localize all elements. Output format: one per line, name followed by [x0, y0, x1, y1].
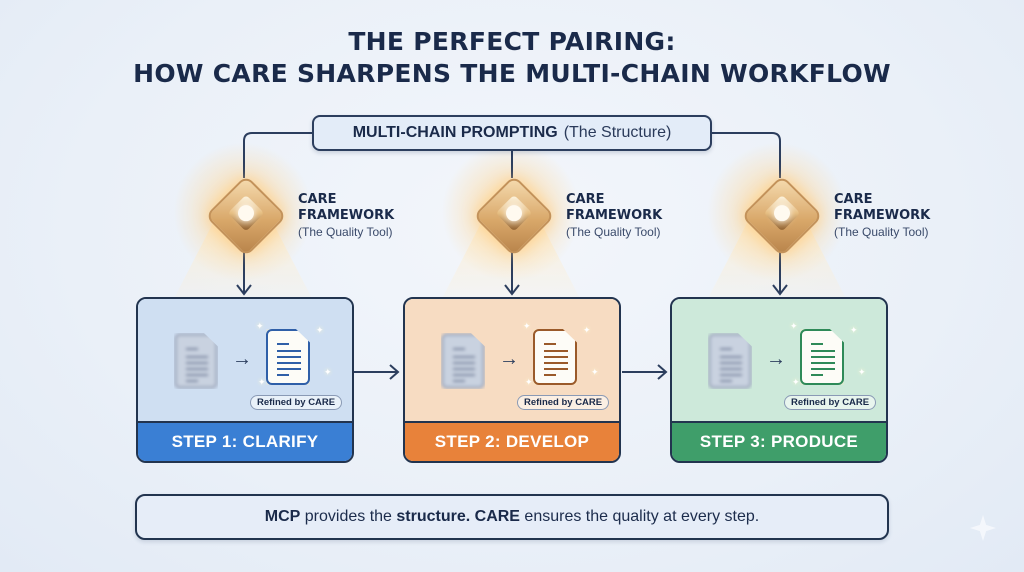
step-label: STEP 3: PRODUCE [672, 421, 886, 461]
step-label: STEP 1: CLARIFY [138, 421, 352, 461]
refined-document-icon [266, 329, 310, 385]
sparkle-icon: ✦ [258, 377, 266, 387]
draft-document-icon [174, 333, 218, 389]
summary-structure: structure. [396, 508, 471, 525]
step-card: → ✦ ✦ ✦ ✦ Refined by CARE STEP 3: PRODUCE [670, 297, 888, 463]
step-body: → ✦ ✦ ✦ ✦ Refined by CARE [672, 299, 886, 423]
care-framework-label-3: CARE FRAMEWORK (The Quality Tool) [834, 192, 931, 239]
arrow-down-3 [772, 250, 788, 296]
draft-document-icon [441, 333, 485, 389]
arrow-step-2-to-3 [622, 364, 668, 380]
sparkle-icon: ✦ [858, 367, 866, 377]
refined-by-care-badge: Refined by CARE [517, 395, 610, 410]
step-body: → ✦ ✦ ✦ ✦ Refined by CARE [138, 299, 352, 423]
step-label: STEP 2: DEVELOP [405, 421, 619, 461]
sparkle-icon: ✦ [583, 325, 591, 335]
sparkle-icon: ✦ [523, 321, 531, 331]
sparkle-icon: ✦ [792, 377, 800, 387]
sparkle-icon: ✦ [790, 321, 798, 331]
arrow-step-1-to-2 [354, 364, 400, 380]
connector-left [243, 132, 312, 178]
multi-chain-prompting-box: MULTI-CHAIN PROMPTING (The Structure) [312, 115, 712, 151]
step-body: → ✦ ✦ ✦ ✦ Refined by CARE [405, 299, 619, 423]
structure-title: MULTI-CHAIN PROMPTING [352, 124, 558, 141]
summary-box: MCP provides the structure. CARE ensures… [135, 494, 889, 540]
care-framework-label-1: CARE FRAMEWORK (The Quality Tool) [298, 192, 395, 239]
title-line-2: HOW CARE SHARPENS THE MULTI-CHAIN WORKFL… [133, 59, 891, 88]
care-framework-label-2: CARE FRAMEWORK (The Quality Tool) [566, 192, 663, 239]
summary-text: ensures the quality at every step. [519, 508, 760, 525]
refined-by-care-badge: Refined by CARE [250, 395, 343, 410]
arrow-right-icon: → [232, 348, 252, 370]
arrow-down-1 [236, 250, 252, 296]
step-card: → ✦ ✦ ✦ ✦ Refined by CARE STEP 2: DEVELOP [403, 297, 621, 463]
page-title: THE PERFECT PAIRING: HOW CARE SHARPENS T… [0, 26, 1024, 90]
summary-care: CARE [474, 508, 520, 525]
sparkle-icon: ✦ [525, 377, 533, 387]
refined-document-icon [533, 329, 577, 385]
arrow-right-icon: → [499, 348, 519, 370]
sparkle-icon: ✦ [324, 367, 332, 377]
refined-document-icon [800, 329, 844, 385]
summary-text: provides the [300, 508, 397, 525]
sparkle-icon: ✦ [256, 321, 264, 331]
sparkle-icon: ✦ [316, 325, 324, 335]
sparkle-icon: ✦ [591, 367, 599, 377]
summary-mcp: MCP [264, 508, 301, 525]
connector-right [712, 132, 781, 178]
structure-subtitle: (The Structure) [563, 124, 672, 141]
draft-document-icon [708, 333, 752, 389]
arrow-right-icon: → [766, 348, 786, 370]
arrow-down-2 [504, 250, 520, 296]
refined-by-care-badge: Refined by CARE [784, 395, 877, 410]
sparkle-icon: ✦ [850, 325, 858, 335]
step-card: → ✦ ✦ ✦ ✦ Refined by CARE STEP 1: CLARIFY [136, 297, 354, 463]
title-line-1: THE PERFECT PAIRING: [348, 27, 676, 56]
